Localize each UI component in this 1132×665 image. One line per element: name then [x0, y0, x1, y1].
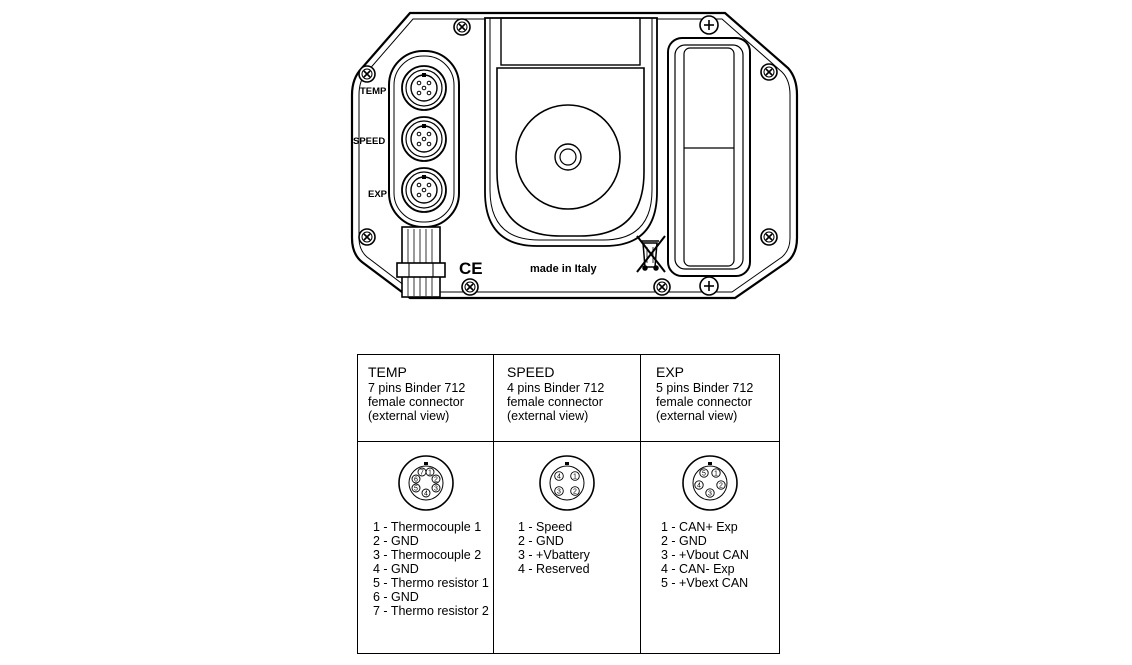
screw-icon — [760, 63, 778, 81]
pin-number: 2 — [434, 477, 438, 484]
weee-bin-icon — [636, 235, 666, 273]
speed-pin-cell: 4 1 3 2 1 - Speed 2 - GND 3 - +Vbattery … — [493, 441, 641, 654]
pin-number: 1 — [714, 471, 718, 478]
plus-screw-icon — [699, 276, 719, 296]
screw-icon — [461, 278, 479, 296]
connector-desc-line: (external view) — [656, 409, 738, 423]
exp-header-cell: EXP 5 pins Binder 712 female connector (… — [640, 354, 780, 442]
temp-pin-cell: 7 1 6 2 5 3 4 1 - Thermocouple 1 2 - GND… — [357, 441, 494, 654]
ce-mark: CE — [459, 259, 483, 278]
pin-entry: 5 - Thermo resistor 1 — [373, 576, 489, 590]
pin-number: 2 — [573, 489, 577, 496]
exp-pin-face-icon: 5 1 4 2 3 — [682, 455, 738, 511]
pin-entry: 1 - CAN+ Exp — [661, 520, 738, 534]
connector-title: TEMP — [368, 364, 407, 380]
pin-entry: 2 - GND — [373, 534, 419, 548]
pin-entry: 1 - Thermocouple 1 — [373, 520, 482, 534]
connector-desc-line: (external view) — [507, 409, 589, 423]
temp-header-cell: TEMP 7 pins Binder 712 female connector … — [357, 354, 494, 442]
pinout-table: TEMP 7 pins Binder 712 female connector … — [357, 354, 780, 654]
pin-number: 3 — [557, 489, 561, 496]
pin-number: 4 — [697, 483, 701, 490]
temp-pin-list: 1 - Thermocouple 1 2 - GND 3 - Thermocou… — [373, 520, 489, 618]
pin-entry: 2 - GND — [661, 534, 707, 548]
exp-pin-cell: 5 1 4 2 3 1 - CAN+ Exp 2 - GND 3 - +Vbou… — [640, 441, 780, 654]
pin-entry: 3 - +Vbout CAN — [661, 548, 749, 562]
device-rear-drawing: TEMP SPEED EXP CE made in Italy — [350, 11, 799, 300]
pin-number: 6 — [414, 477, 418, 484]
pin-number: 7 — [420, 470, 424, 477]
pin-entry: 3 - Thermocouple 2 — [373, 548, 482, 562]
connector-desc-line: female connector — [368, 395, 464, 409]
pin-entry: 4 - GND — [373, 562, 419, 576]
pin-number: 5 — [702, 471, 706, 478]
side-cover — [667, 37, 751, 277]
pin-number: 2 — [719, 483, 723, 490]
screw-icon — [453, 18, 471, 36]
pin-number: 4 — [424, 491, 428, 498]
panel-label-temp: TEMP — [360, 86, 387, 97]
connector-title: EXP — [656, 364, 685, 380]
pin-number: 4 — [557, 474, 561, 481]
connector-desc-line: 7 pins Binder 712 — [368, 381, 466, 395]
pin-number: 5 — [414, 486, 418, 493]
pin-entry: 7 - Thermo resistor 2 — [373, 604, 489, 618]
pin-number: 1 — [573, 474, 577, 481]
exp-connector-icon — [401, 167, 447, 213]
connector-desc-line: 5 pins Binder 712 — [656, 381, 754, 395]
made-in-label: made in Italy — [530, 263, 598, 275]
speed-connector-icon — [401, 116, 447, 162]
screw-icon — [358, 228, 376, 246]
connector-desc-line: female connector — [507, 395, 603, 409]
pin-entry: 6 - GND — [373, 590, 419, 604]
temp-pin-face-icon: 7 1 6 2 5 3 4 — [397, 455, 454, 511]
table-header-row: TEMP 7 pins Binder 712 female connector … — [357, 354, 780, 442]
speed-pin-face-icon: 4 1 3 2 — [539, 455, 595, 511]
pin-entry: 3 - +Vbattery — [518, 548, 590, 562]
panel-label-speed: SPEED — [353, 136, 385, 147]
pin-entry: 5 - +Vbext CAN — [661, 576, 749, 590]
pin-entry: 1 - Speed — [518, 520, 573, 534]
pin-number: 1 — [428, 470, 432, 477]
exp-pin-list: 1 - CAN+ Exp 2 - GND 3 - +Vbout CAN 4 - … — [661, 520, 749, 590]
screw-icon — [358, 65, 376, 83]
plus-screw-icon — [699, 15, 719, 35]
connector-title: SPEED — [507, 364, 555, 380]
connector-desc-line: female connector — [656, 395, 752, 409]
pin-number: 3 — [708, 491, 712, 498]
pin-entry: 4 - Reserved — [518, 562, 590, 576]
connector-desc-line: 4 pins Binder 712 — [507, 381, 605, 395]
speed-pin-list: 1 - Speed 2 - GND 3 - +Vbattery 4 - Rese… — [518, 520, 590, 576]
screw-icon — [760, 228, 778, 246]
pin-entry: 4 - CAN- Exp — [661, 562, 735, 576]
table-pin-row: 7 1 6 2 5 3 4 1 - Thermocouple 1 2 - GND… — [357, 441, 780, 654]
speed-header-cell: SPEED 4 pins Binder 712 female connector… — [493, 354, 641, 442]
pin-number: 3 — [434, 486, 438, 493]
pin-entry: 2 - GND — [518, 534, 564, 548]
panel-label-exp: EXP — [368, 189, 388, 200]
temp-connector-icon — [401, 65, 447, 111]
screw-icon — [653, 278, 671, 296]
connector-desc-line: (external view) — [368, 409, 450, 423]
